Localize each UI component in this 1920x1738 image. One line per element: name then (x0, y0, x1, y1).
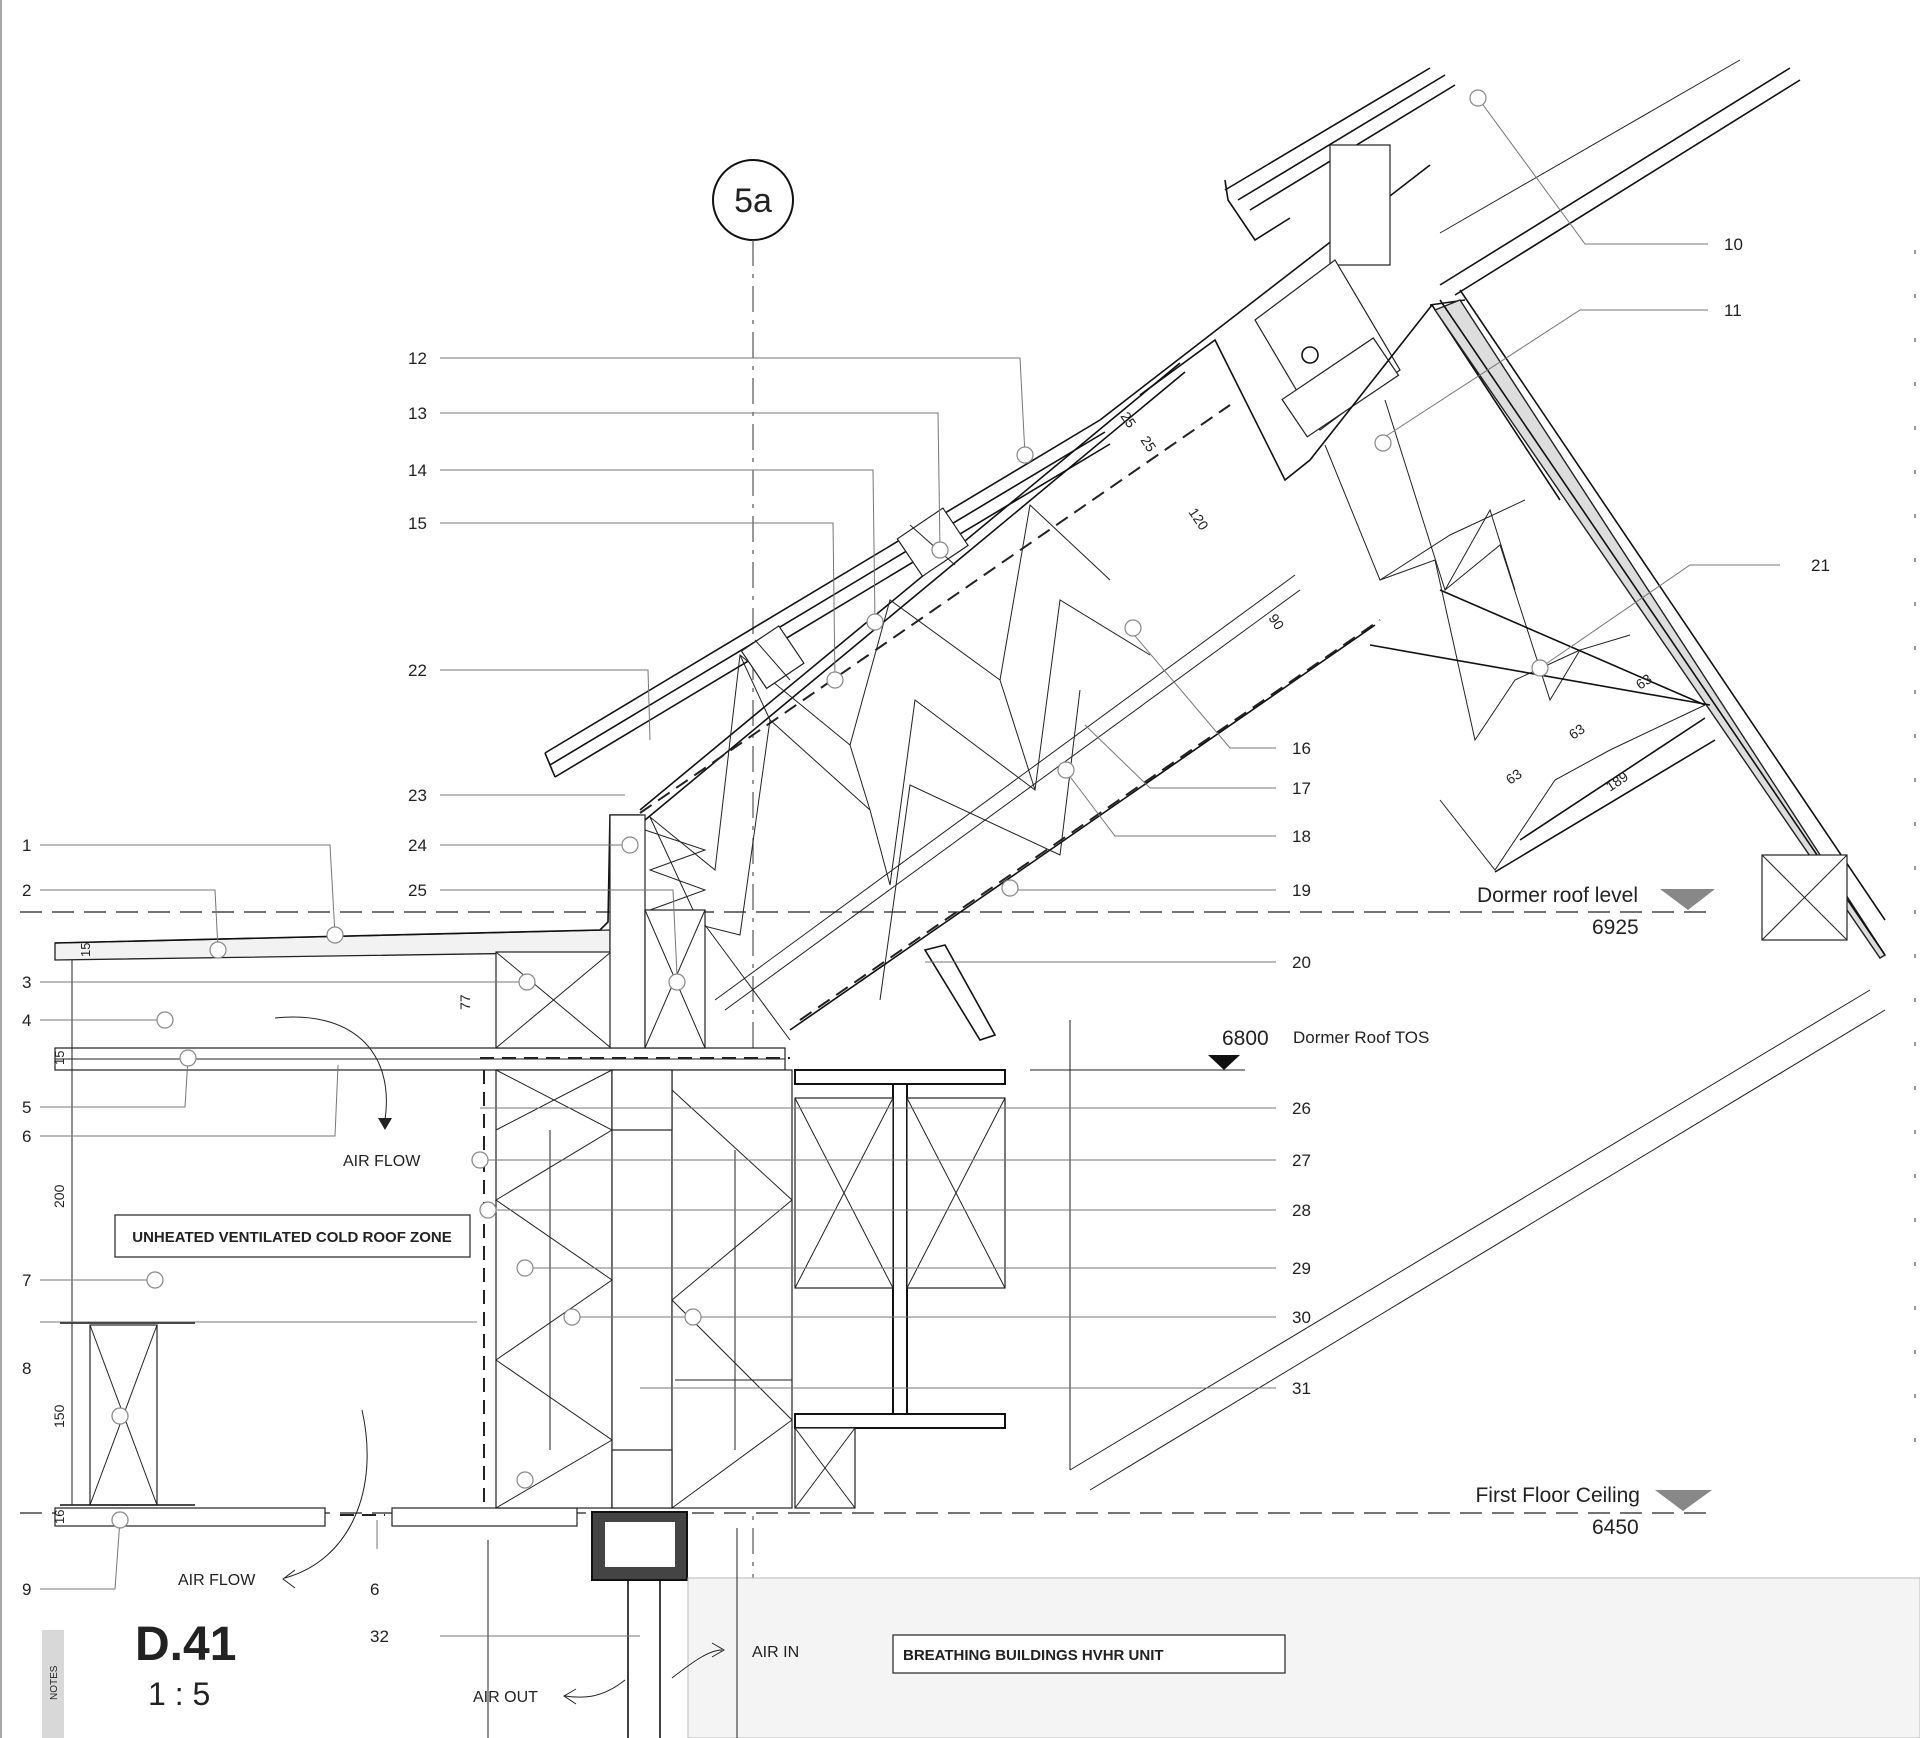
callout-17: 17 (1292, 779, 1311, 798)
air-in-label: AIR IN (752, 1644, 799, 1661)
callout-23: 23 (408, 786, 427, 805)
first-floor-ceiling-label: First Floor Ceiling (1475, 1484, 1640, 1507)
dim-150: 150 (51, 1404, 67, 1428)
level-datum-lines (20, 911, 1715, 1514)
callout-3: 3 (22, 973, 31, 992)
callout-18: 18 (1292, 827, 1311, 846)
callout-15: 15 (408, 514, 427, 533)
callout-20: 20 (1292, 953, 1311, 972)
callout-9: 9 (22, 1580, 31, 1599)
callout-19: 19 (1292, 881, 1311, 900)
dormer-roof-level-label: Dormer roof level (1477, 884, 1638, 907)
wall-and-beam (483, 944, 1920, 1738)
callout-32: 32 (370, 1627, 389, 1646)
section-marker-label: 5a (734, 182, 772, 220)
rooflight-assembly (1069, 59, 1886, 1491)
dim-63-b: 63 (1566, 720, 1588, 742)
dimension-labels: 15 77 15 200 150 16 25 25 120 90 63 63 6… (51, 409, 1655, 1524)
dormer-tos-value: 6800 (1222, 1027, 1269, 1050)
zone-label-text: UNHEATED VENTILATED COLD ROOF ZONE (132, 1229, 451, 1246)
dim-200: 200 (51, 1184, 67, 1208)
dim-16: 16 (52, 1510, 67, 1524)
callout-11: 11 (1724, 301, 1742, 320)
callout-6b: 6 (370, 1580, 379, 1599)
callout-8: 8 (22, 1359, 31, 1378)
first-floor-ceiling-value: 6450 (1592, 1516, 1639, 1539)
dim-189: 189 (1603, 768, 1631, 794)
dim-15-mid: 15 (52, 1051, 67, 1065)
drawing-title-block: NOTES D.41 1 : 5 (42, 1618, 236, 1738)
callout-5: 5 (22, 1098, 31, 1117)
callout-21: 21 (1811, 556, 1830, 575)
dim-25-a: 25 (1118, 409, 1140, 431)
callout-7: 7 (22, 1271, 31, 1290)
dim-63-c: 63 (1503, 765, 1525, 787)
callout-4: 4 (22, 1011, 31, 1030)
notes-tab-label: NOTES (49, 1665, 60, 1700)
dim-90: 90 (1266, 611, 1288, 633)
air-flow-upper-label: AIR FLOW (343, 1153, 421, 1170)
air-flow-lower-label: AIR FLOW (178, 1572, 256, 1589)
air-flow-annotations: AIR FLOW AIR FLOW AIR IN AIR OUT (178, 1016, 799, 1706)
dim-25-b: 25 (1138, 433, 1160, 455)
dormer-roof-level-value: 6925 (1592, 916, 1639, 939)
air-out-label: AIR OUT (473, 1689, 538, 1706)
flat-roof-left (54, 814, 791, 1527)
callout-13: 13 (408, 404, 427, 423)
callout-leaders (40, 89, 1780, 1637)
dim-120: 120 (1186, 505, 1212, 533)
dim-63-a: 63 (1633, 670, 1655, 692)
callout-12: 12 (408, 349, 427, 368)
callout-26: 26 (1292, 1099, 1311, 1118)
callout-27: 27 (1292, 1151, 1311, 1170)
callout-16: 16 (1292, 739, 1311, 758)
dormer-tos-label: Dormer Roof TOS (1293, 1028, 1429, 1047)
unit-label-box: BREATHING BUILDINGS HVHR UNIT (892, 1634, 1286, 1674)
drawing-id: D.41 (135, 1618, 236, 1671)
callout-25: 25 (408, 881, 427, 900)
level-marker-first-floor-ceiling: First Floor Ceiling 6450 (1475, 1484, 1712, 1539)
unit-label-text: BREATHING BUILDINGS HVHR UNIT (903, 1647, 1164, 1664)
callout-28: 28 (1292, 1201, 1311, 1220)
dim-77: 77 (457, 994, 473, 1010)
pitched-roof-buildup (544, 362, 1381, 1031)
callout-numbers-right: 10 11 21 16 17 18 19 20 26 27 28 29 30 3… (1292, 235, 1830, 1398)
callout-numbers-mid: 12 13 14 15 22 23 24 25 6 32 (370, 349, 427, 1646)
level-marker-dormer-tos: 6800 Dormer Roof TOS (1208, 1027, 1429, 1070)
callout-29: 29 (1292, 1259, 1311, 1278)
callout-31: 31 (1292, 1379, 1311, 1398)
zone-label-box: UNHEATED VENTILATED COLD ROOF ZONE (114, 1214, 471, 1258)
callout-30: 30 (1292, 1308, 1311, 1327)
callout-10: 10 (1724, 235, 1743, 254)
dim-15-top: 15 (78, 943, 93, 957)
callout-2: 2 (22, 881, 31, 900)
callout-6: 6 (22, 1127, 31, 1146)
callout-1: 1 (22, 836, 31, 855)
drawing-scale: 1 : 5 (148, 1676, 210, 1712)
callout-14: 14 (408, 461, 427, 480)
callout-24: 24 (408, 836, 427, 855)
level-marker-dormer-roof: Dormer roof level 6925 (1477, 884, 1715, 939)
callout-22: 22 (408, 661, 427, 680)
callout-numbers-left: 1 2 3 4 5 6 7 8 9 (22, 836, 31, 1599)
